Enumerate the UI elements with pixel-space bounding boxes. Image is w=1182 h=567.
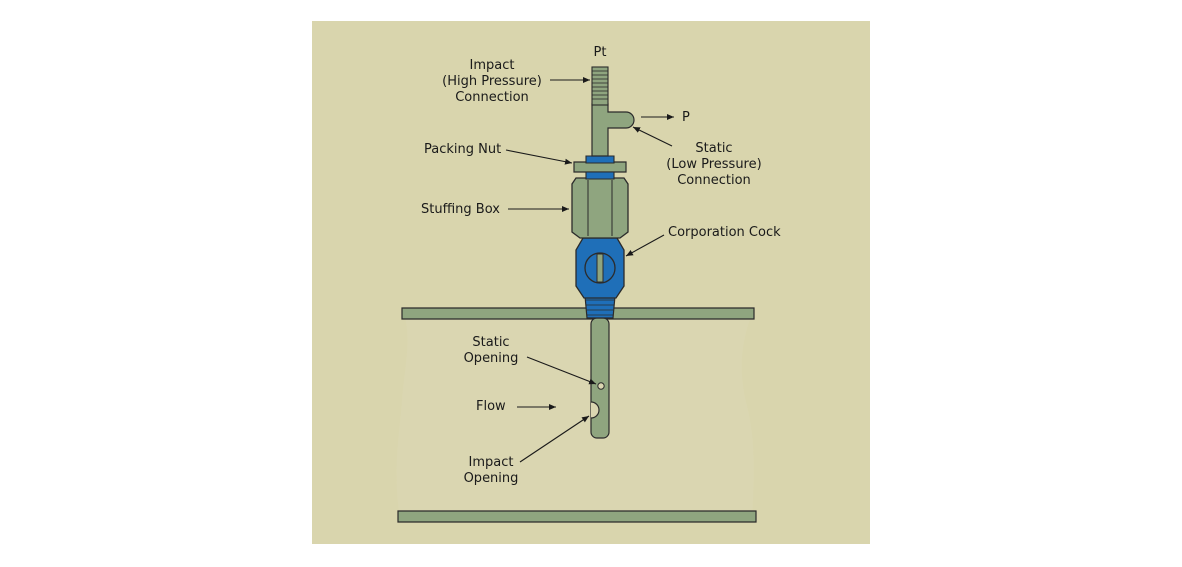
probe-stem [590,317,610,439]
corporation-cock [575,237,625,319]
pipe-bottom-wall [397,510,757,523]
arrow-corporation-cock [625,234,665,257]
pitot-probe [590,317,610,439]
pipe [396,307,757,523]
packing-nut [573,155,627,180]
label-impact-connection-line1: Impact [470,58,515,73]
pipe-body [396,314,754,519]
stuffing-box-body [571,177,629,239]
label-impact-connection-line3: Connection [455,90,529,105]
arrow-static-connection [632,126,673,147]
label-packing-nut: Packing Nut [424,142,501,157]
stuffing-box [571,177,629,239]
label-static-connection-line3: Connection [677,173,751,188]
label-static-connection-line1: Static [695,141,732,156]
packing-nut-top [585,155,615,164]
static-opening-hole [597,382,605,390]
impact-connection-thread [591,66,609,106]
arrow-packing-nut [505,149,573,165]
label-p: P [682,110,690,125]
label-impact-connection-line2: (High Pressure) [442,74,542,89]
label-static-opening-line1: Static [472,335,509,350]
label-static-connection-line2: (Low Pressure) [666,157,761,172]
pipe-top-wall [401,307,755,320]
thread-lines [592,70,608,100]
label-stuffing-box: Stuffing Box [421,202,500,217]
upper-tube [591,66,635,157]
label-flow: Flow [476,399,506,414]
arrow-impact-opening [519,415,590,463]
label-static-opening-line2: Opening [464,351,519,366]
tube-stem-upper [591,103,635,157]
cock-plug-slot [596,253,604,283]
impact-opening-notch [590,401,600,419]
label-impact-opening-line1: Impact [469,455,514,470]
cock-threads [586,299,614,316]
packing-nut-bottom [585,171,615,180]
label-impact-opening-line2: Opening [464,471,519,486]
label-corporation-cock: Corporation Cock [668,225,781,240]
arrow-static-opening [526,356,597,385]
label-pt: Pt [594,45,607,60]
